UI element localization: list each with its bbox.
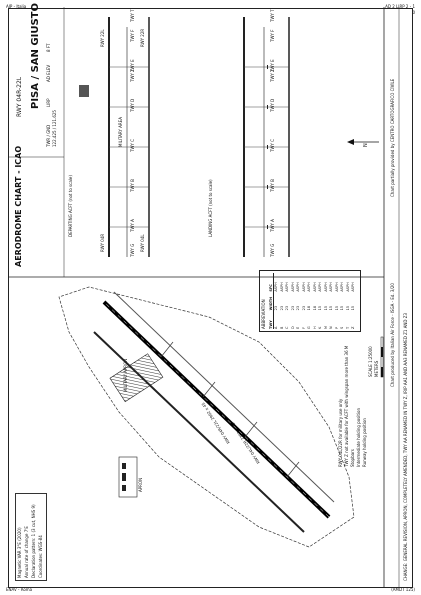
twy-connector-b xyxy=(244,421,258,438)
inset-rwy-label: RWY 22L xyxy=(100,29,105,47)
twy-connector-c xyxy=(202,381,216,398)
inset-twy-label: TWY C xyxy=(130,139,135,152)
inset-rwy-label: RWY 22R xyxy=(140,28,145,47)
inset-twy-label: TWY D xyxy=(130,98,135,112)
inset-twy-label-lower: TWY C xyxy=(270,139,275,152)
twy-connector-a xyxy=(286,461,300,478)
inset-rwy-label: RWY 04R xyxy=(100,233,105,252)
inset-upper-connectors xyxy=(109,66,149,228)
margin-bottom-right: (AMDT 125) xyxy=(391,587,415,592)
inset-rwy-label: RWY 04L xyxy=(140,234,145,252)
aerodrome-chart: AERODROME CHART - ICAO RWY 04R-22L PISA … xyxy=(8,3,413,588)
margin-bottom-left: ENAV - Roma xyxy=(6,587,33,592)
terminal-building xyxy=(122,485,126,491)
inset-twy-label-lower: TWY Z xyxy=(270,69,275,82)
margin-top-left: AIP - Italia xyxy=(6,4,27,9)
inset-twy-label-lower: TWY F xyxy=(270,29,275,42)
inset-twy-label: TWY A xyxy=(130,219,135,232)
terminal-building-2 xyxy=(122,473,126,481)
margin-top-right: AD 2 LIRP 2 - 1 xyxy=(385,4,415,9)
inset-twy-label: TWY G xyxy=(130,243,135,257)
inset-twy-label-lower: TWY A xyxy=(270,219,275,232)
terminal-building-3 xyxy=(122,463,126,469)
inset-lower-stopbars xyxy=(267,65,268,229)
runway-secondary xyxy=(93,331,305,533)
inset-twy-label-lower: TWY B xyxy=(270,179,275,192)
inset-twy-label-lower: TWY T xyxy=(270,9,275,22)
runway-centerline xyxy=(103,301,330,518)
scale-bar-seg xyxy=(381,367,383,377)
map-drawing xyxy=(9,7,400,587)
inset-lower-connectors xyxy=(244,66,289,228)
civil-apron xyxy=(118,456,138,498)
inset-twy-label: TWY B xyxy=(130,179,135,192)
inset-twy-label-lower: TWY D xyxy=(270,98,275,112)
inset-upper-shape xyxy=(79,85,89,97)
twy-connector-d xyxy=(160,341,174,358)
inset-twy-label-lower: TWY G xyxy=(270,243,275,257)
military-apron xyxy=(109,353,164,403)
inset-twy-label: TWY Z xyxy=(130,69,135,82)
scale-bar-seg-2 xyxy=(381,347,383,357)
inset-twy-label: TWY T xyxy=(130,9,135,22)
north-arrow-head-icon xyxy=(347,139,354,145)
twy-parallel xyxy=(113,291,335,503)
airport-boundary xyxy=(58,286,355,548)
inset-twy-label: TWY F xyxy=(130,29,135,42)
